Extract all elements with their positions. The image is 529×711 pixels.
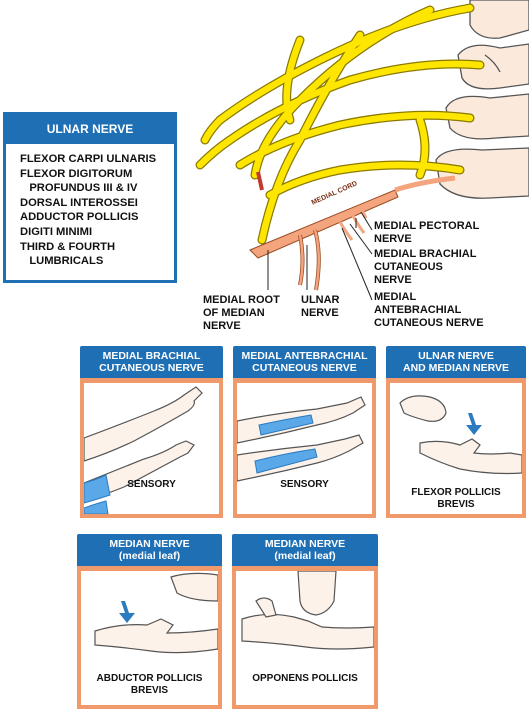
label-line: MEDIAL PECTORAL — [374, 220, 480, 232]
panel-title-line: MEDIAN NERVE — [264, 538, 346, 550]
caption-line: OPPONENS POLLICIS — [252, 673, 358, 684]
brachial-plexus-illustration — [195, 0, 529, 301]
panel-caption: FLEXOR POLLICIS BREVIS — [390, 487, 522, 511]
panel-title-line: MEDIAL BRACHIAL — [102, 350, 201, 362]
panel-body: SENSORY — [233, 378, 376, 518]
panel-caption: SENSORY — [84, 479, 219, 491]
panel-body: ABDUCTOR POLLICIS BREVIS — [77, 566, 222, 709]
panel-header: MEDIAN NERVE (medial leaf) — [232, 534, 378, 566]
caption-line: BREVIS — [130, 685, 169, 696]
panel-caption: OPPONENS POLLICIS — [236, 673, 374, 685]
panel-header: ULNAR NERVE AND MEDIAN NERVE — [386, 346, 526, 378]
hand-fpb-illustration — [399, 395, 522, 475]
ulnar-nerve-label: ULNAR NERVE — [301, 294, 340, 320]
forearm-sensory-illustration — [237, 396, 366, 482]
medial-pectoral-nerve-label: MEDIAL PECTORAL NERVE — [374, 220, 479, 246]
panel-title-line: MEDIAN NERVE — [109, 538, 190, 550]
list-item: DORSAL INTEROSSEI — [20, 196, 138, 209]
list-item: DIGITI MINIMI — [20, 225, 93, 238]
panel-opponens-pollicis: MEDIAN NERVE (medial leaf) OPPONENS POLL… — [232, 534, 378, 709]
panel-caption: SENSORY — [237, 479, 372, 491]
panel-title-line: ULNAR NERVE — [418, 350, 494, 362]
medial-cord — [249, 171, 456, 291]
leader-lines — [267, 211, 373, 301]
panel-medial-antebrachial-cutaneous: MEDIAL ANTEBRACHIAL CUTANEOUS NERVE SENS… — [233, 346, 376, 518]
nerve-roots-fill — [196, 4, 484, 244]
panel-title-line: (medial leaf) — [274, 550, 336, 562]
panel-header: MEDIAL ANTEBRACHIAL CUTANEOUS NERVE — [233, 346, 376, 378]
panel-title-line: CUTANEOUS NERVE — [99, 362, 204, 374]
panel-medial-brachial-cutaneous: MEDIAL BRACHIAL CUTANEOUS NERVE SENSORY — [80, 346, 223, 518]
list-item: THIRD & FOURTH — [20, 240, 116, 253]
ulnar-nerve-box-title: ULNAR NERVE — [5, 114, 175, 144]
hand-opponens-illustration — [241, 571, 374, 650]
label-line: ULNAR — [301, 294, 340, 306]
panel-title-line: AND MEDIAN NERVE — [403, 362, 509, 374]
list-item: PROFUNDUS III & IV — [20, 182, 138, 195]
panel-header: MEDIAL BRACHIAL CUTANEOUS NERVE — [80, 346, 223, 378]
panel-body: SENSORY — [80, 378, 223, 518]
panel-header: MEDIAN NERVE (medial leaf) — [77, 534, 222, 566]
panel-body: OPPONENS POLLICIS — [232, 566, 378, 709]
label-line: CUTANEOUS NERVE — [374, 317, 484, 329]
label-line: NERVE — [374, 274, 412, 286]
list-item: FLEXOR DIGITORUM — [20, 167, 133, 180]
panel-flexor-pollicis-brevis: ULNAR NERVE AND MEDIAN NERVE FLEXOR POLL… — [386, 346, 526, 518]
panel-caption: ABDUCTOR POLLICIS BREVIS — [81, 673, 218, 697]
caption-line: BREVIS — [437, 499, 475, 510]
label-line: MEDIAL ROOT — [203, 294, 280, 306]
ulnar-nerve-muscle-box: ULNAR NERVE FLEXOR CARPI ULNARIS FLEXOR … — [3, 112, 177, 283]
ribs-illustration — [435, 0, 529, 199]
panel-abductor-pollicis-brevis: MEDIAN NERVE (medial leaf) ABDUCTOR POLL… — [77, 534, 222, 709]
label-line: CUTANEOUS — [374, 261, 443, 273]
label-line: NERVE — [374, 233, 412, 245]
panel-title-line: (medial leaf) — [118, 550, 181, 562]
label-line: MEDIAL BRACHIAL — [374, 248, 477, 260]
label-line: OF MEDIAN — [203, 307, 265, 319]
label-line: MEDIAL — [374, 291, 417, 303]
caption-line: SENSORY — [127, 479, 176, 490]
list-item: LUMBRICALS — [20, 255, 104, 268]
medial-root-median-nerve-label: MEDIAL ROOT OF MEDIAN NERVE — [203, 294, 280, 333]
panel-title-line: CUTANEOUS NERVE — [252, 362, 357, 374]
hand-apb-illustration — [94, 572, 218, 654]
medial-antebrachial-cutaneous-nerve-label: MEDIAL ANTEBRACHIAL CUTANEOUS NERVE — [374, 291, 484, 330]
muscle-list: FLEXOR CARPI ULNARIS FLEXOR DIGITORUM PR… — [20, 152, 174, 269]
label-line: NERVE — [203, 320, 241, 332]
caption-line: SENSORY — [280, 479, 329, 490]
caption-line: FLEXOR POLLICIS — [411, 487, 501, 498]
panel-body: FLEXOR POLLICIS BREVIS — [386, 378, 526, 518]
panel-title-line: MEDIAL ANTEBRACHIAL — [241, 350, 368, 362]
arm-sensory-illustration — [84, 386, 203, 514]
label-line: NERVE — [301, 307, 339, 319]
caption-line: ABDUCTOR POLLICIS — [96, 673, 203, 684]
list-item: FLEXOR CARPI ULNARIS — [20, 153, 157, 165]
label-line: ANTEBRACHIAL — [374, 304, 462, 316]
list-item: ADDUCTOR POLLICIS — [20, 211, 139, 224]
medial-brachial-cutaneous-nerve-label: MEDIAL BRACHIAL CUTANEOUS NERVE — [374, 248, 476, 287]
